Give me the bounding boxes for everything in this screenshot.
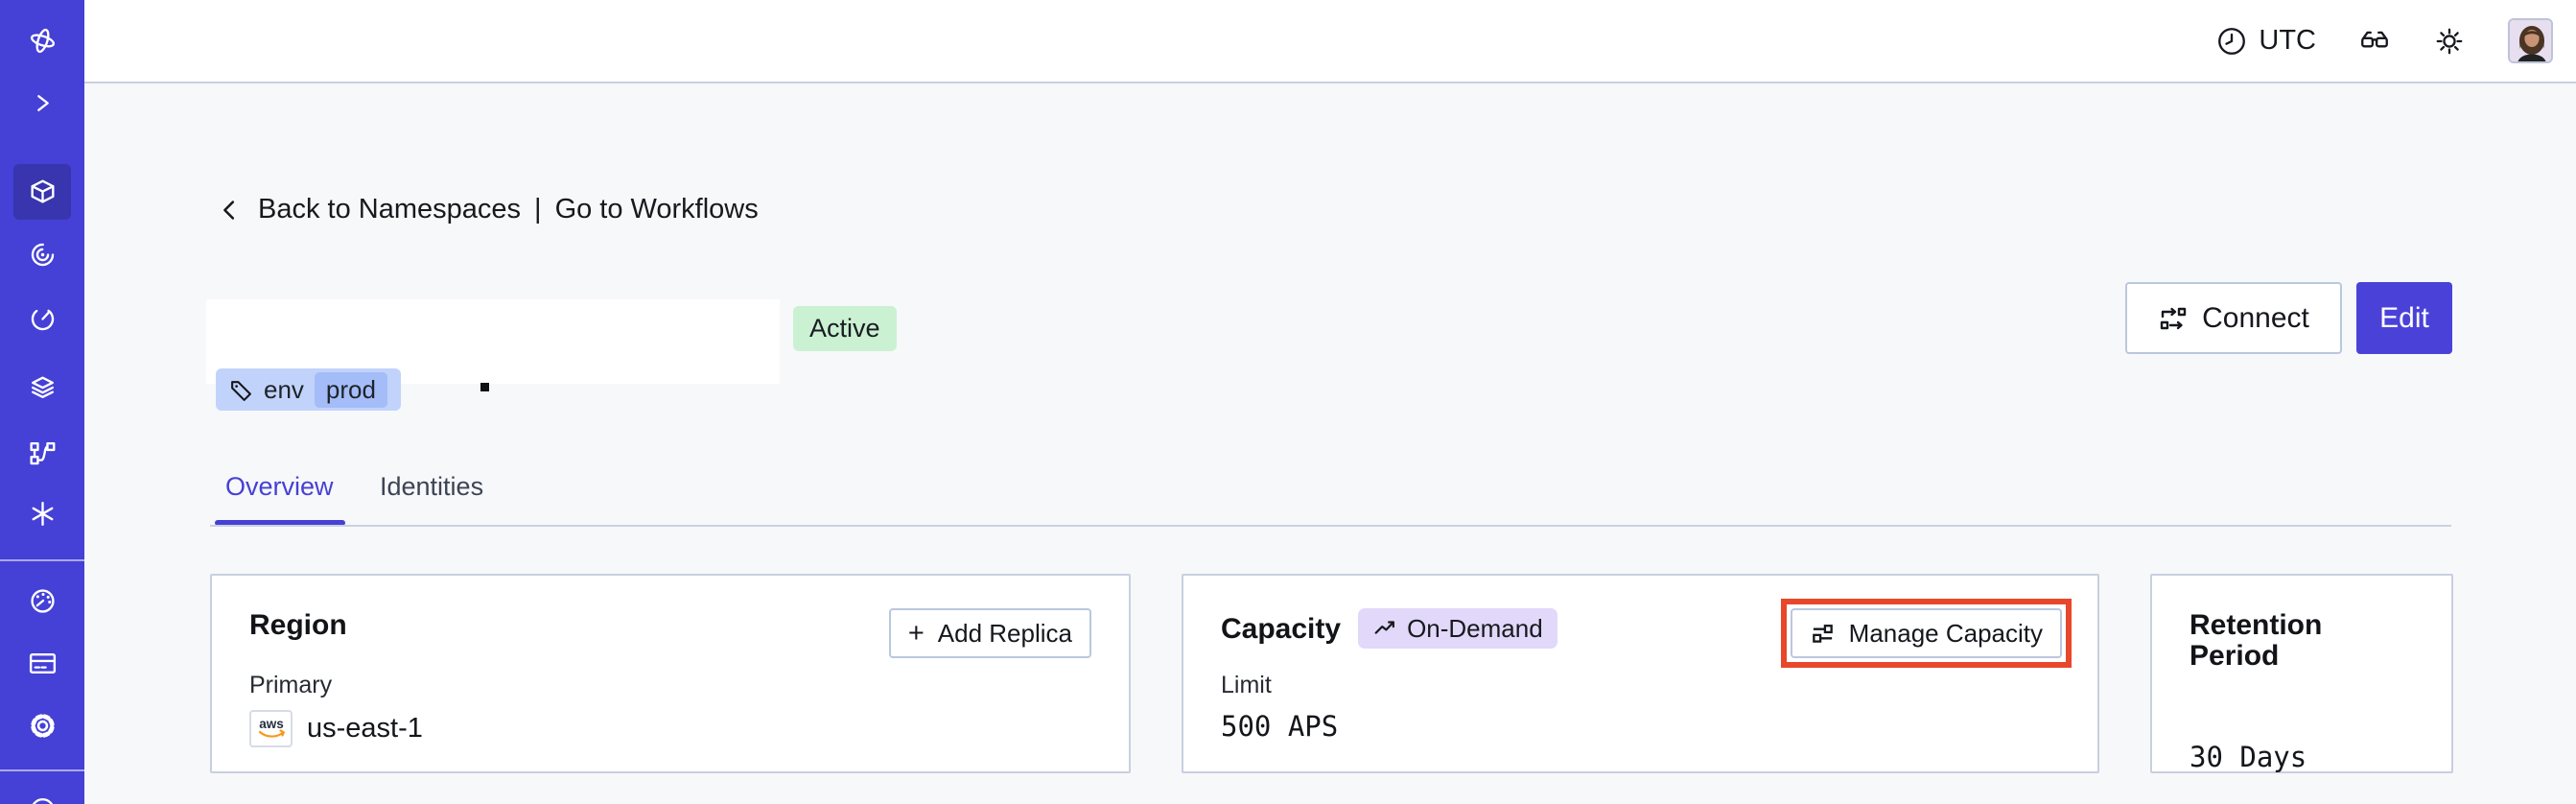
- aws-logo: aws: [249, 710, 293, 747]
- go-to-workflows-link[interactable]: Go to Workflows: [554, 194, 759, 225]
- active-tab-underline: [215, 520, 345, 526]
- sidebar-item-credit-card-icon[interactable]: [27, 648, 59, 679]
- region-card-title: Region: [249, 609, 347, 641]
- primary-label: Primary: [249, 672, 333, 698]
- manage-capacity-highlight: Manage Capacity: [1780, 599, 2072, 668]
- limit-label: Limit: [1221, 672, 1272, 698]
- sidebar-item-gauge-icon[interactable]: [27, 585, 59, 617]
- tag-key: env: [264, 374, 304, 404]
- limit-value: 500 APS: [1221, 710, 1339, 743]
- sun-icon[interactable]: [2433, 25, 2466, 58]
- tab-identities[interactable]: Identities: [380, 472, 484, 501]
- breadcrumb-separator: |: [534, 194, 542, 225]
- region-card: Region + Add Replica Primary aws us-east…: [210, 574, 1131, 773]
- manage-capacity-label: Manage Capacity: [1848, 618, 2043, 648]
- breadcrumb: Back to Namespaces | Go to Workflows: [216, 194, 759, 225]
- sidebar-item-branch-icon[interactable]: [27, 437, 59, 469]
- clock-icon: [2215, 25, 2248, 58]
- user-avatar[interactable]: [2508, 18, 2553, 63]
- manage-capacity-button[interactable]: Manage Capacity: [1790, 608, 2062, 658]
- add-replica-label: Add Replica: [937, 618, 1072, 648]
- retention-card: Retention Period 30 Days: [2150, 574, 2453, 773]
- edit-button[interactable]: Edit: [2356, 282, 2452, 354]
- tabs-divider: [210, 525, 2451, 527]
- connect-button[interactable]: Connect: [2125, 282, 2342, 354]
- region-value: us-east-1: [307, 713, 423, 744]
- sliders-icon: [1812, 624, 1833, 643]
- connect-button-label: Connect: [2202, 301, 2309, 334]
- temporal-logo-icon[interactable]: [27, 25, 59, 57]
- timezone-selector[interactable]: UTC: [2215, 25, 2316, 58]
- tab-overview[interactable]: Overview: [225, 472, 334, 501]
- sidebar-item-spiral-icon[interactable]: [27, 239, 59, 271]
- connect-flow-icon: [2160, 307, 2187, 329]
- retention-card-title: Retention Period: [2190, 609, 2323, 672]
- capacity-card-title: Capacity: [1221, 613, 1342, 645]
- sidebar-item-namespaces-cube-icon[interactable]: [27, 176, 59, 207]
- back-link-label: Back to Namespaces: [258, 194, 522, 225]
- sidebar: [0, 0, 84, 804]
- sidebar-divider: [0, 769, 84, 771]
- trending-up-icon: [1374, 621, 1394, 634]
- status-badge: Active: [793, 306, 897, 351]
- sidebar-item-partial-icon[interactable]: [27, 792, 59, 804]
- capacity-card: Capacity On-Demand Manage Capacity Limit…: [1182, 574, 2099, 773]
- aws-logo-text: aws: [259, 717, 284, 731]
- timezone-label: UTC: [2259, 25, 2316, 56]
- tag-icon: [231, 380, 251, 401]
- add-replica-button[interactable]: + Add Replica: [888, 608, 1091, 658]
- back-link[interactable]: Back to Namespaces: [216, 194, 521, 225]
- sidebar-divider: [0, 559, 84, 561]
- sidebar-item-asterisk-icon[interactable]: [27, 498, 59, 530]
- sidebar-item-gear-icon[interactable]: [27, 710, 59, 742]
- tag-value: prod: [314, 371, 387, 408]
- chevron-left-icon: [223, 200, 235, 220]
- topbar: UTC: [84, 0, 2576, 83]
- on-demand-badge: On-Demand: [1358, 608, 1557, 649]
- on-demand-badge-label: On-Demand: [1407, 613, 1543, 643]
- sidebar-expand-chevron-icon[interactable]: [27, 87, 59, 119]
- plus-icon: +: [907, 617, 925, 649]
- sidebar-item-layers-icon[interactable]: [27, 370, 59, 402]
- namespace-tag: env prod: [216, 368, 401, 411]
- edit-button-label: Edit: [2379, 301, 2429, 334]
- retention-value: 30 Days: [2190, 741, 2307, 773]
- namespace-title-redaction-dot: [480, 383, 489, 391]
- glasses-icon[interactable]: [2358, 25, 2391, 58]
- sidebar-item-timer-icon[interactable]: [27, 303, 59, 335]
